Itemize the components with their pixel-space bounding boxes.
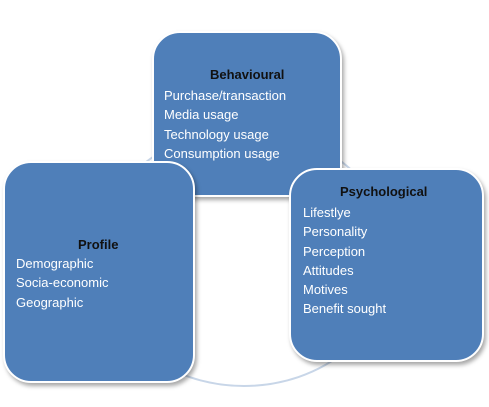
psychological-title: Psychological xyxy=(340,184,428,199)
profile-list: Demographic Socia-economic Geographic xyxy=(16,254,109,312)
psychological-item: Benefit sought xyxy=(303,301,387,317)
behavioural-list: Purchase/transaction Media usage Technol… xyxy=(164,86,286,163)
behavioural-item: Technology usage xyxy=(164,126,269,142)
profile-title: Profile xyxy=(78,237,119,252)
psychological-item: Personality xyxy=(303,224,368,240)
psychological-item: Attitudes xyxy=(303,262,354,278)
psychological-item: Motives xyxy=(303,282,348,298)
behavioural-title: Behavioural xyxy=(210,67,285,82)
profile-item: Demographic xyxy=(16,256,94,271)
psychological-list: Lifestlye Personality Perception Attitud… xyxy=(303,203,386,319)
behavioural-item: Consumption usage xyxy=(164,145,280,161)
profile-item: Socia-economic xyxy=(16,275,109,291)
psychological-item: Perception xyxy=(303,243,366,259)
profile-box: Profile Demographic Socia-economic Geogr… xyxy=(3,161,195,383)
psychological-item: Lifestlye xyxy=(303,205,351,220)
profile-item: Geographic xyxy=(16,294,84,310)
behavioural-item: Purchase/transaction xyxy=(164,88,287,103)
psychological-box: Psychological Lifestlye Personality Perc… xyxy=(289,168,484,362)
behavioural-item: Media usage xyxy=(164,107,239,123)
